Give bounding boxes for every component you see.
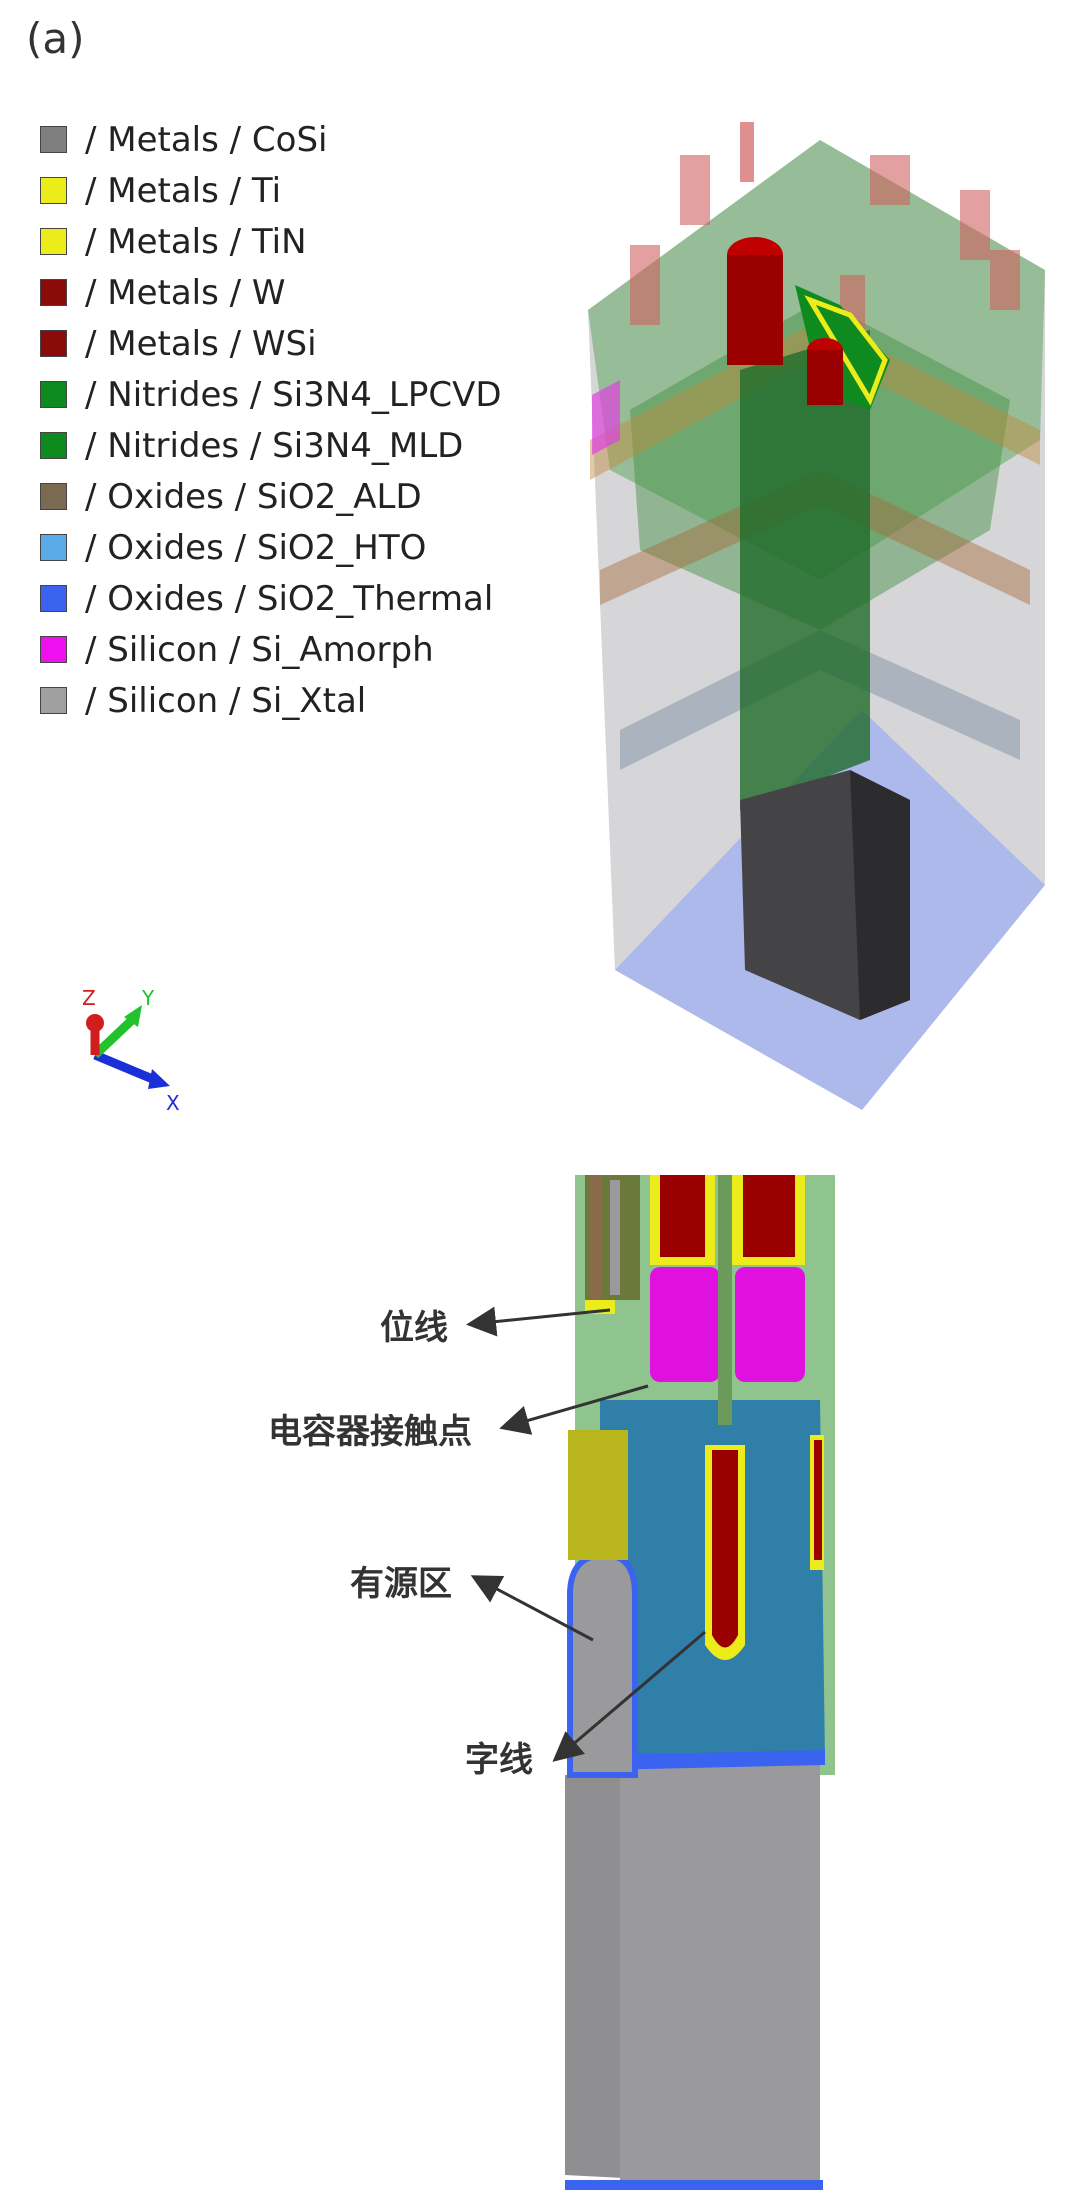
wordline-label: 字线 — [465, 1740, 533, 1780]
legend-label: / Metals / W — [85, 272, 286, 313]
z-axis-arrowhead — [86, 1014, 104, 1032]
cross-section-model — [565, 1175, 835, 2190]
panel-label: (a) — [26, 14, 85, 63]
right-metal — [814, 1440, 822, 1560]
bitline-layer — [610, 1180, 620, 1295]
axis-triad: Z Y X — [82, 986, 180, 1110]
legend-label: / Metals / CoSi — [85, 119, 328, 160]
legend-item: / Metals / CoSi — [40, 114, 502, 165]
legend-label: / Silicon / Si_Xtal — [85, 680, 367, 721]
legend-item: / Nitrides / Si3N4_MLD — [40, 420, 502, 471]
tungsten-plug — [743, 1175, 795, 1257]
legend-item: / Metals / WSi — [40, 318, 502, 369]
legend-swatch — [40, 381, 67, 408]
legend-item: / Metals / W — [40, 267, 502, 318]
legend-item: / Metals / TiN — [40, 216, 502, 267]
legend-swatch — [40, 534, 67, 561]
legend-swatch — [40, 177, 67, 204]
wordline-metal — [712, 1450, 738, 1648]
metal-pin — [680, 155, 710, 225]
legend-swatch — [40, 228, 67, 255]
titanium-liner — [804, 295, 888, 406]
capacitor-contact — [650, 1267, 720, 1382]
tungsten-plug — [727, 255, 783, 365]
x-axis-label: X — [166, 1091, 180, 1110]
legend-label: / Metals / WSi — [85, 323, 317, 364]
legend-swatch — [40, 279, 67, 306]
legend-item: / Oxides / SiO2_Thermal — [40, 573, 502, 624]
bitline-arrow — [466, 1306, 611, 1337]
thermal-oxide — [600, 1750, 825, 1770]
legend-swatch — [40, 687, 67, 714]
legend-label: / Metals / Ti — [85, 170, 282, 211]
bitline-label: 位线 — [380, 1308, 448, 1348]
bottom-oxide — [565, 2180, 823, 2190]
x-axis-arrowhead — [148, 1069, 170, 1089]
nitride-spacer — [718, 1175, 732, 1425]
legend-swatch — [40, 585, 67, 612]
3d-translucent-model — [588, 122, 1045, 1110]
nitride-column — [740, 330, 870, 810]
z-axis-label: Z — [82, 986, 96, 1010]
legend-item: / Nitrides / Si3N4_LPCVD — [40, 369, 502, 420]
amorphous-silicon — [592, 380, 620, 455]
legend-swatch — [40, 432, 67, 459]
x-axis-line — [93, 1050, 157, 1085]
bitline-layer — [590, 1175, 602, 1305]
legend-item: / Silicon / Si_Xtal — [40, 675, 502, 726]
legend-label: / Oxides / SiO2_HTO — [85, 527, 427, 568]
active-area-arrow — [470, 1575, 594, 1642]
tin-block — [568, 1430, 628, 1560]
silicon-substrate-front — [620, 1765, 820, 2185]
legend-label: / Oxides / SiO2_Thermal — [85, 578, 494, 619]
legend-item: / Silicon / Si_Amorph — [40, 624, 502, 675]
legend-item: / Metals / Ti — [40, 165, 502, 216]
capacitor-contact-label: 电容器接触点 — [268, 1412, 472, 1452]
metal-pin — [740, 122, 754, 182]
legend-label: / Nitrides / Si3N4_MLD — [85, 425, 464, 466]
wordline-arrow — [552, 1630, 706, 1762]
material-legend: / Metals / CoSi / Metals / Ti / Metals /… — [40, 114, 502, 726]
legend-item: / Oxides / SiO2_HTO — [40, 522, 502, 573]
metal-pin — [870, 155, 910, 205]
capacitor-contact-arrow — [499, 1384, 649, 1435]
legend-swatch — [40, 126, 67, 153]
legend-label: / Silicon / Si_Amorph — [85, 629, 434, 670]
metal-pin — [990, 250, 1020, 310]
legend-label: / Nitrides / Si3N4_LPCVD — [85, 374, 502, 415]
legend-label: / Oxides / SiO2_ALD — [85, 476, 422, 517]
tungsten-plug — [660, 1175, 705, 1257]
legend-swatch — [40, 483, 67, 510]
y-axis-arrowhead — [124, 1005, 142, 1027]
silicon-pillar-side — [850, 770, 910, 1020]
metal-pin — [960, 190, 990, 260]
y-axis-label: Y — [141, 986, 155, 1010]
tungsten-plug — [807, 350, 843, 405]
legend-swatch — [40, 636, 67, 663]
legend-label: / Metals / TiN — [85, 221, 307, 262]
capacitor-contact — [735, 1267, 805, 1382]
legend-swatch — [40, 330, 67, 357]
legend-item: / Oxides / SiO2_ALD — [40, 471, 502, 522]
active-area-label: 有源区 — [350, 1564, 452, 1604]
metal-pin — [630, 245, 660, 325]
y-axis-line — [91, 1016, 136, 1059]
